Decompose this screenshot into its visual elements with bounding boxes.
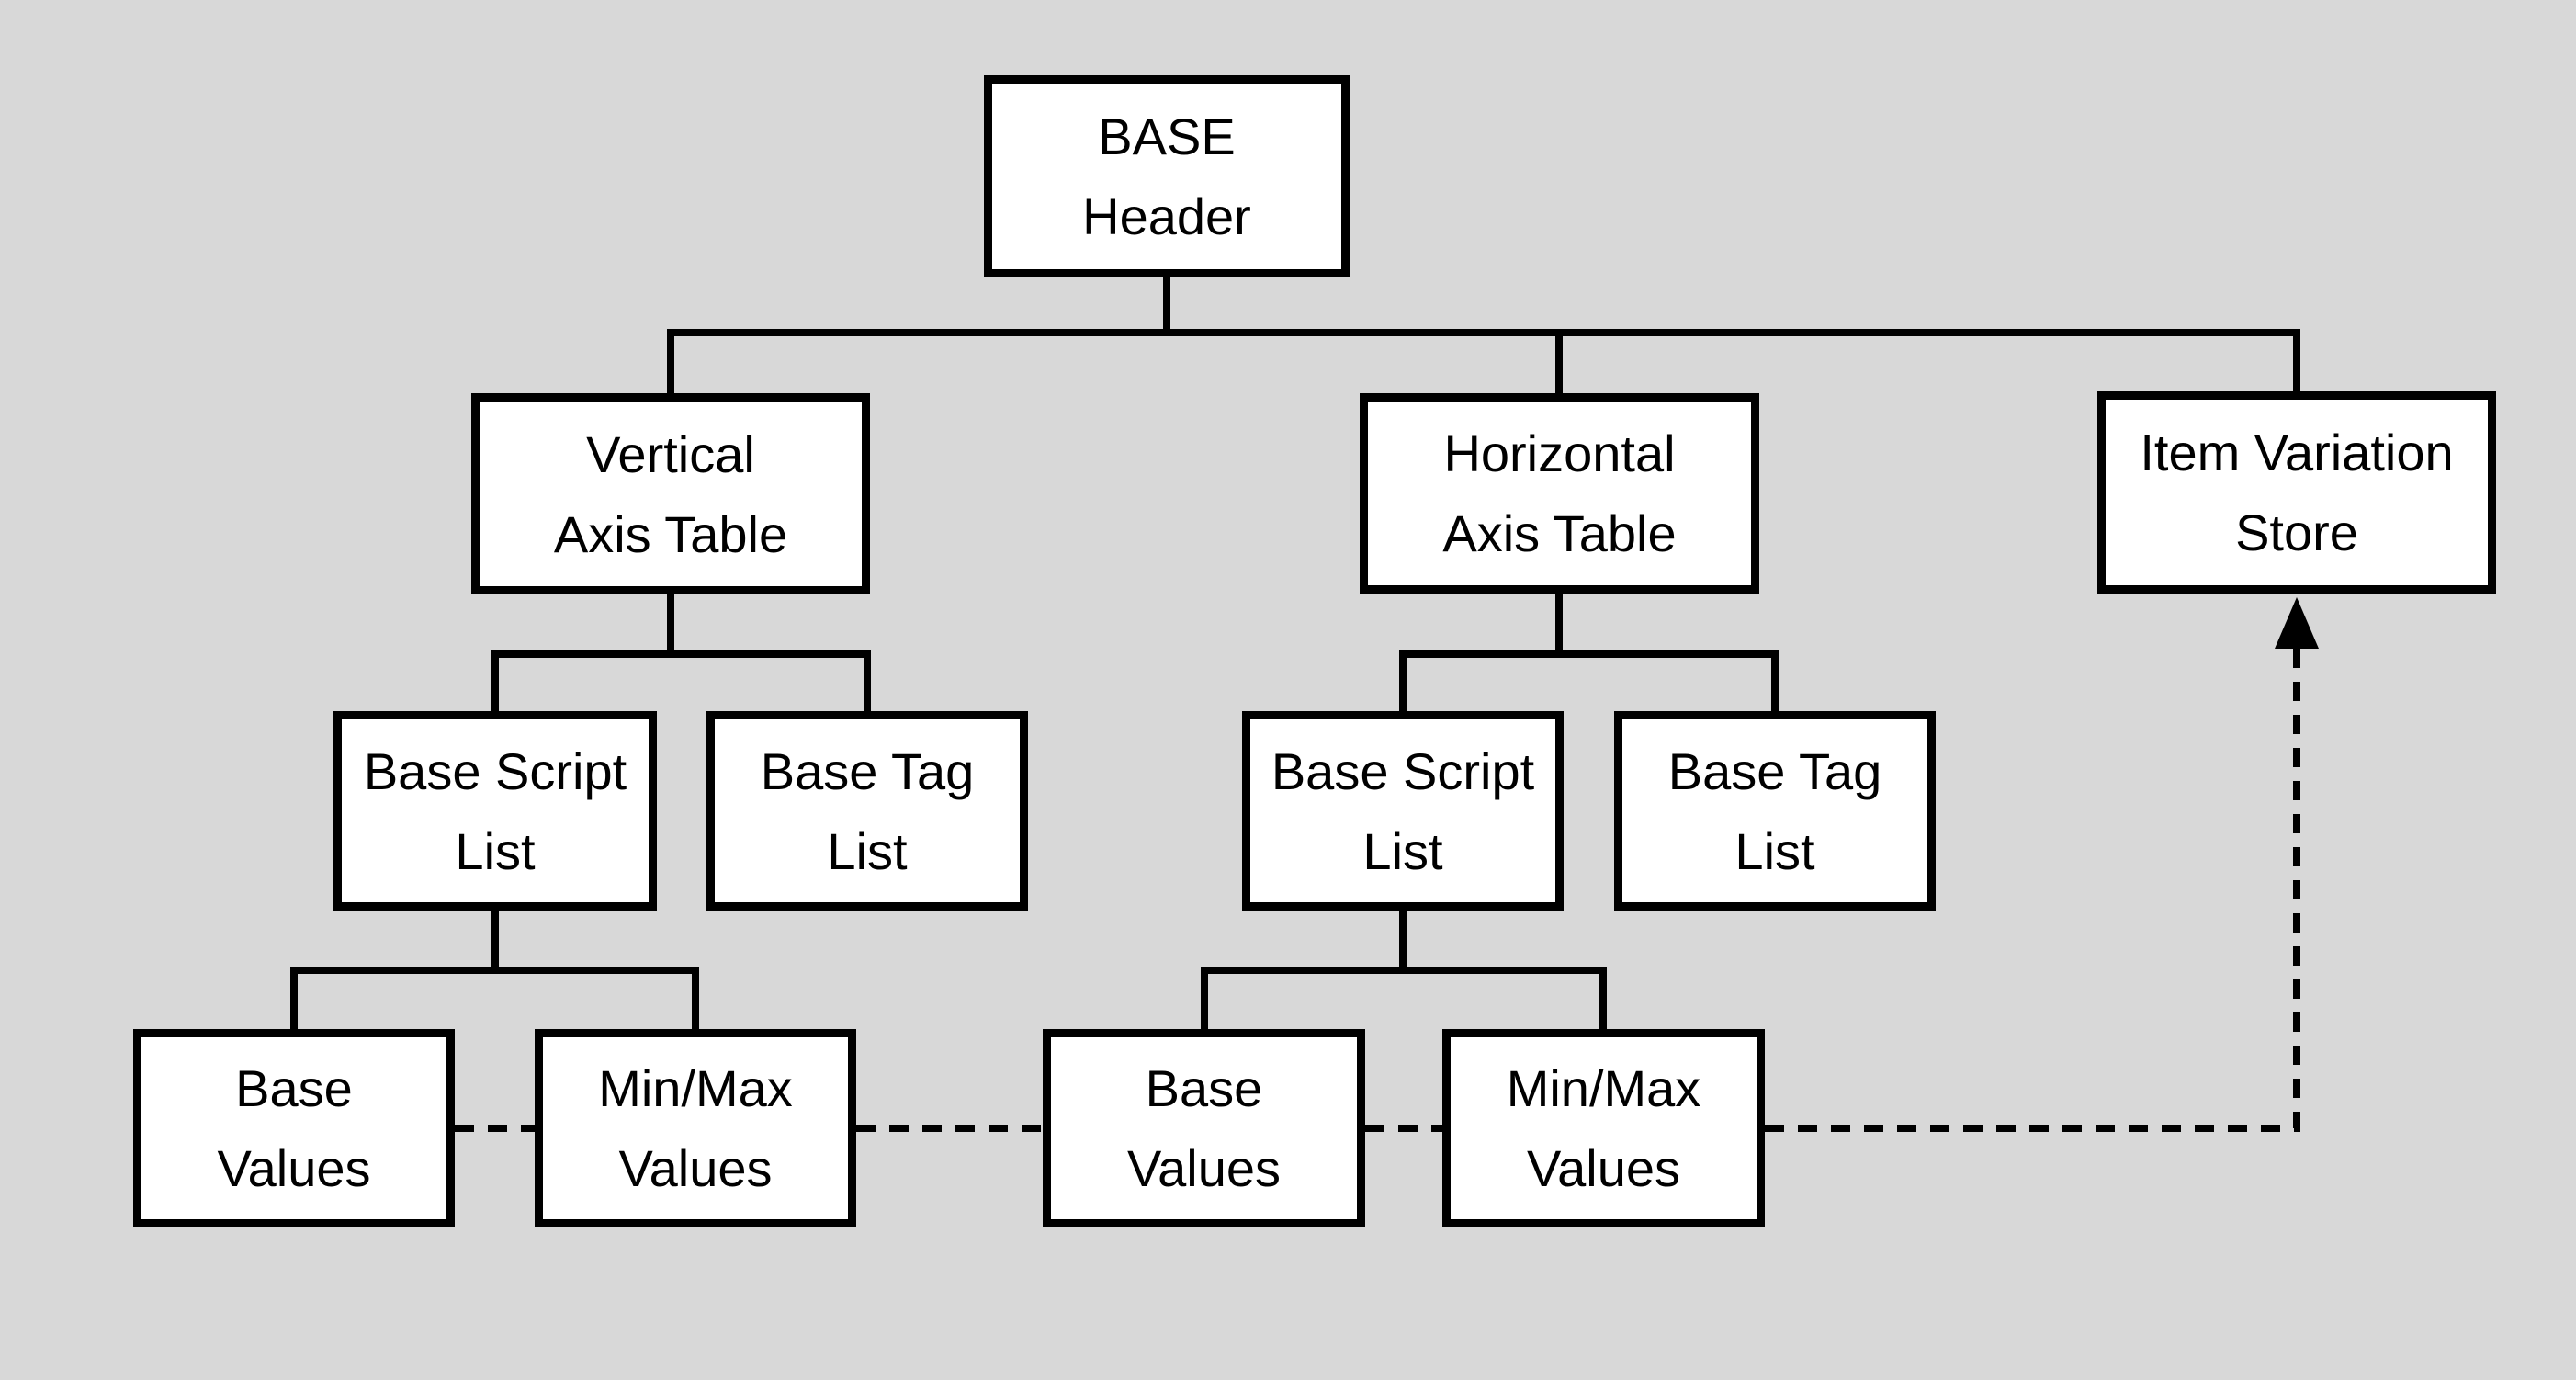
node-label-line2: Axis Table [1442,504,1677,562]
node-horizontal-base-values: Base Values [1043,1029,1365,1227]
node-label-line2: List [1734,821,1815,880]
node-vertical-base-tag-list: Base Tag List [706,711,1028,911]
node-label-line1: Base [1145,1059,1263,1117]
node-label-line1: Min/Max [1506,1059,1701,1117]
connector-h-values-branch [1201,967,1607,1033]
dashed-reference-connectors [455,647,2300,1132]
node-item-variation-store: Item Variation Store [2097,391,2496,594]
node-label-line1: Base Tag [1667,741,1882,800]
node-label-line2: List [827,821,908,880]
node-label-line1: Vertical [586,424,755,483]
node-label-line2: Values [1526,1139,1681,1197]
node-label-line2: List [455,821,536,880]
node-horizontal-minmax-values: Min/Max Values [1442,1029,1765,1227]
node-horizontal-axis-table: Horizontal Axis Table [1360,393,1759,594]
node-vertical-minmax-values: Min/Max Values [535,1029,856,1227]
node-label-line2: Store [2235,503,2358,561]
node-vertical-base-script-list: Base Script List [333,711,657,911]
connector-vertical-children-branch [491,650,871,715]
node-vertical-base-values: Base Values [133,1029,455,1227]
node-label-line2: Values [1126,1139,1282,1197]
connector-level2-branch [667,329,2300,397]
node-label-line2: Values [618,1139,773,1197]
node-label-line1: Min/Max [598,1059,793,1117]
node-label-line1: Item Variation [2140,424,2454,481]
connector-horizontal-children-branch [1399,650,1779,715]
node-label-line1: Base Script [1271,741,1535,800]
node-horizontal-base-script-list: Base Script List [1242,711,1564,911]
node-label-line2: Axis Table [553,504,788,563]
node-label-line1: Base Script [363,741,627,800]
solid-connectors [290,274,2300,1033]
node-label-line2: Values [217,1139,371,1197]
node-label-line1: BASE [1098,107,1236,165]
arrowhead-up-icon [2275,597,2319,649]
node-label-line1: Base Tag [760,741,975,800]
connector-v-values-branch [290,967,699,1033]
node-label-line1: Horizontal [1443,424,1676,482]
node-horizontal-base-tag-list: Base Tag List [1614,711,1936,911]
node-label-line2: List [1362,821,1443,880]
node-vertical-axis-table: Vertical Axis Table [471,393,870,594]
node-label-line1: Base [235,1059,353,1117]
node-label-line2: Header [1082,187,1251,245]
dashed-to-item-variation-store [1765,647,2300,1132]
node-base-header: BASE Header [984,75,1350,277]
